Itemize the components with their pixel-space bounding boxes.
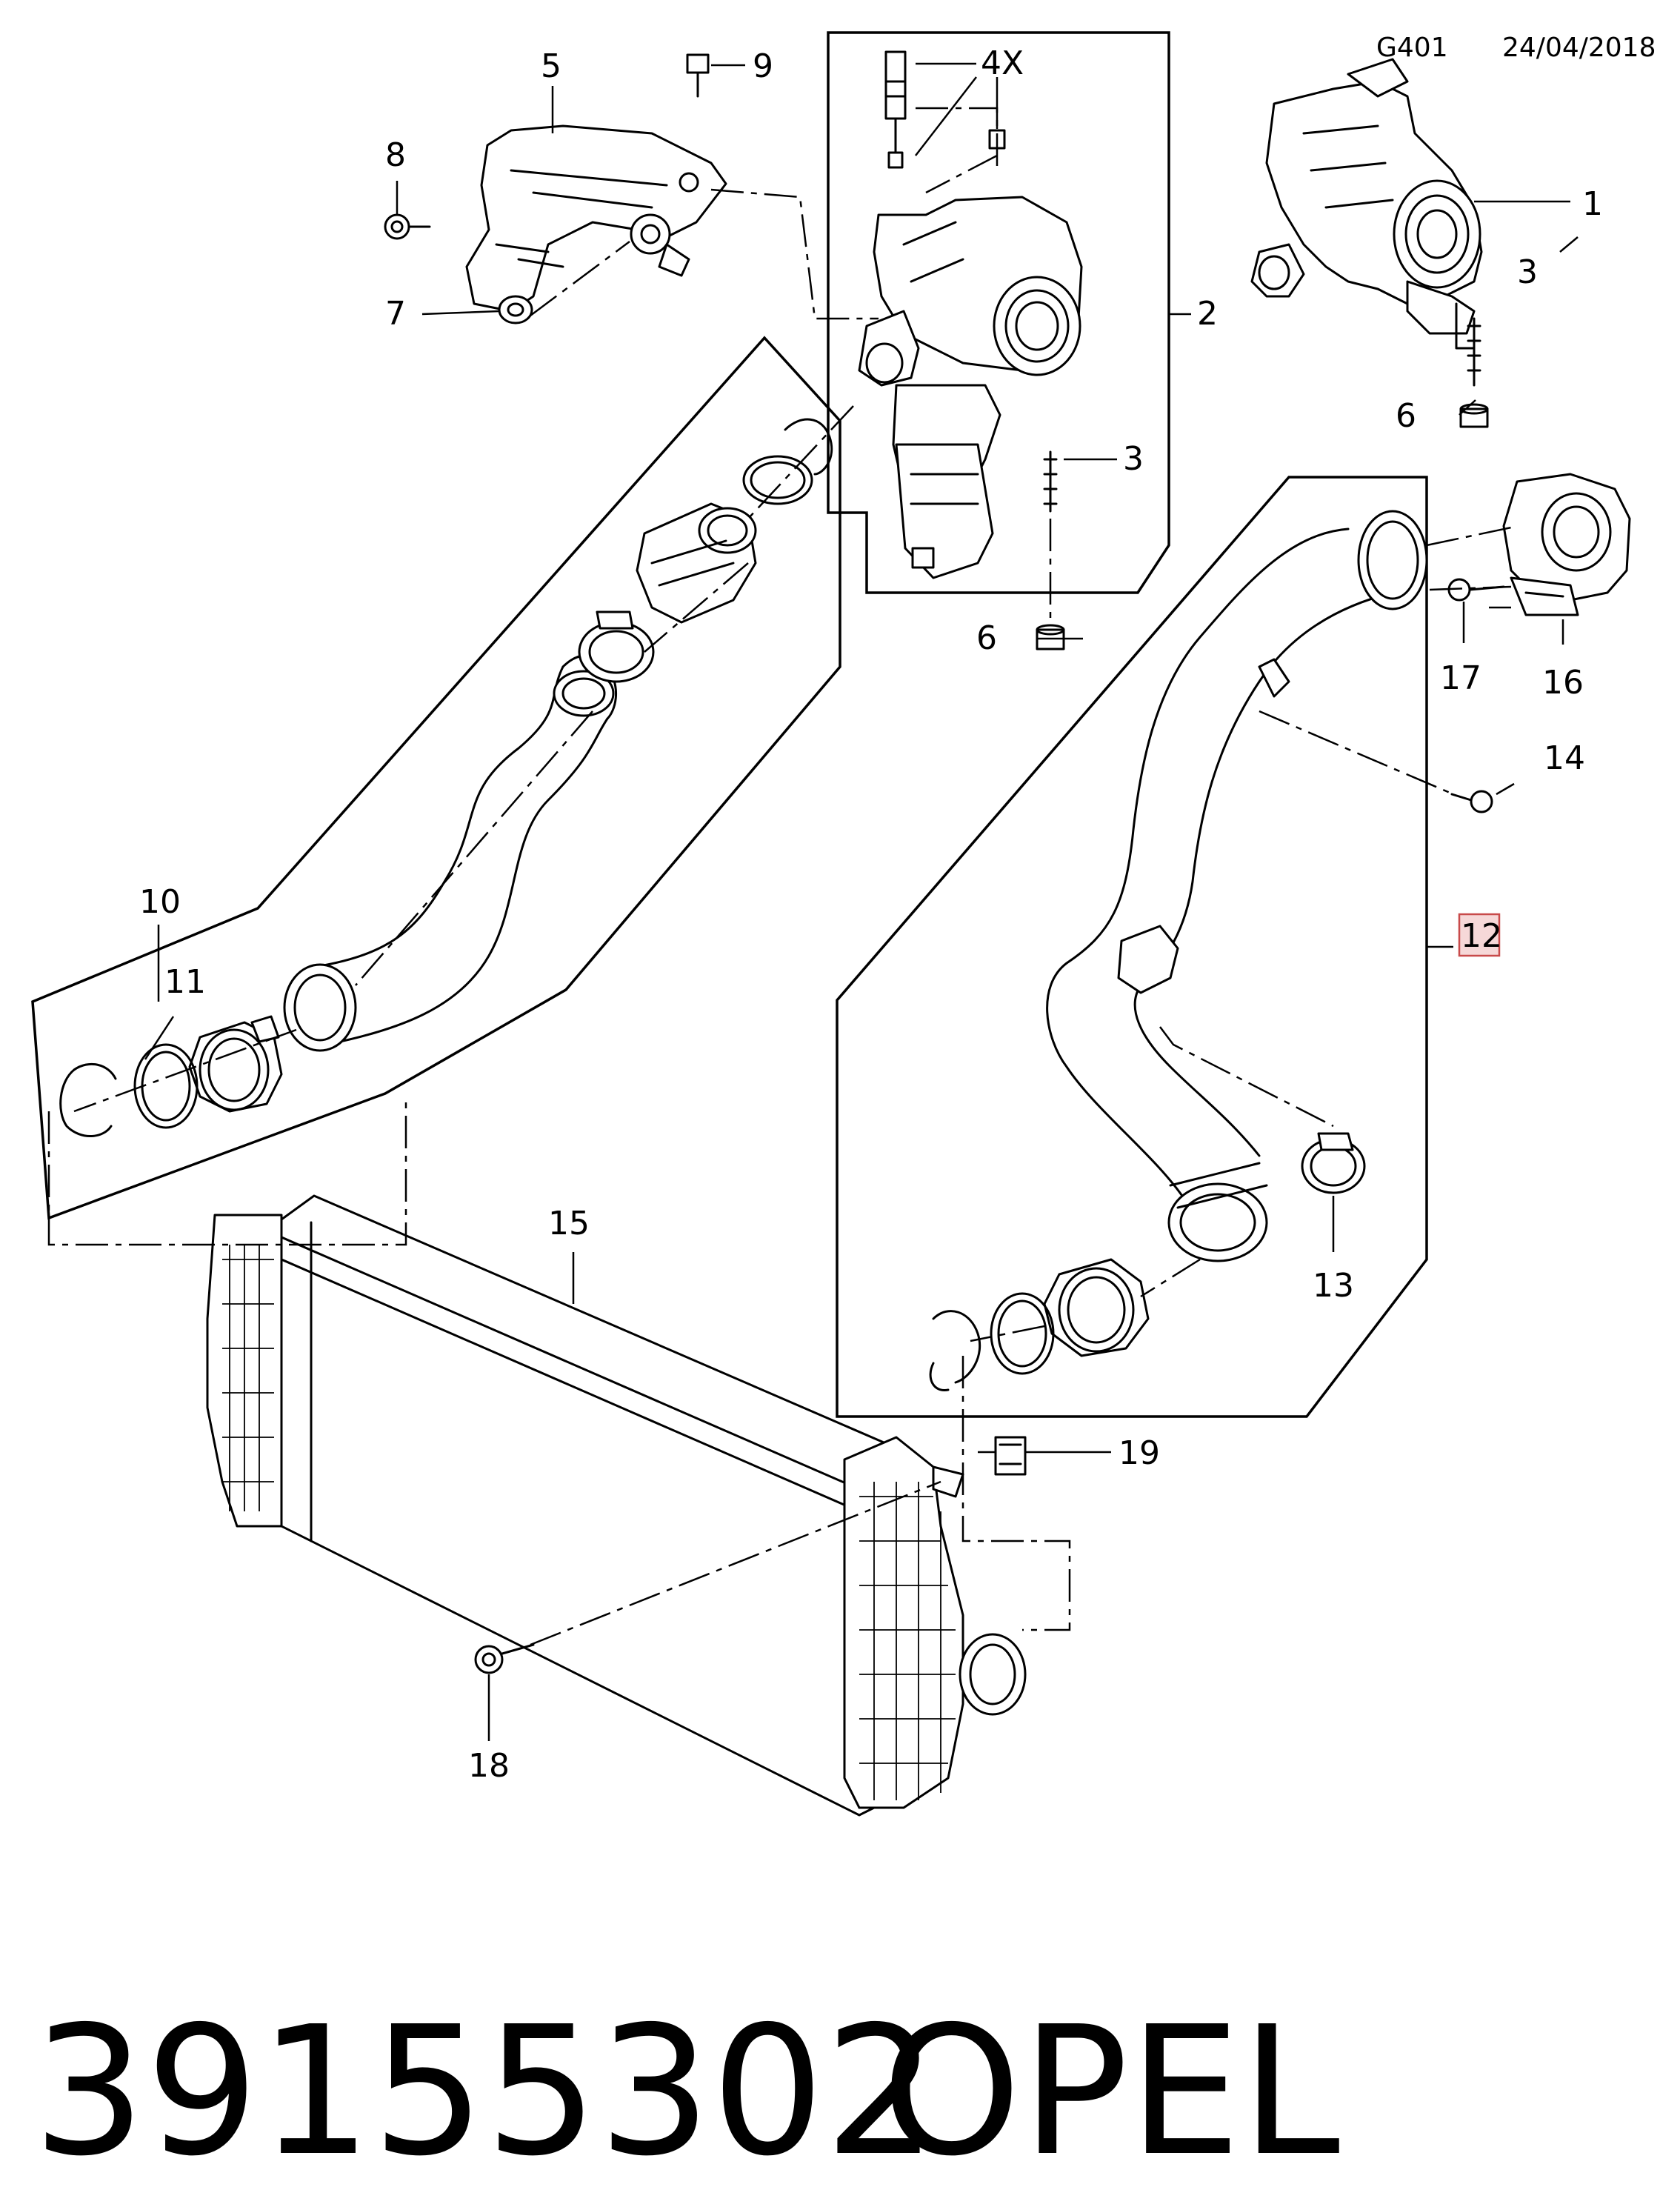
- part-number: 39155302: [33, 1988, 938, 2190]
- stud-part-3: [1043, 450, 1058, 624]
- turbocharger-part-1: [1250, 58, 1483, 350]
- bracket-part-19: [994, 1436, 1027, 1476]
- turbocharger-part-2: [858, 50, 1083, 579]
- callout-18: 18: [468, 1747, 510, 1785]
- bolt-part-9: [686, 53, 710, 98]
- brand-name: OPEL: [881, 1988, 1340, 2190]
- nut-part-6-turbo: [1036, 624, 1065, 650]
- coupling-part-12: [1043, 1258, 1150, 1357]
- callout-8: 8: [385, 136, 406, 174]
- callout-2: 2: [1197, 295, 1218, 333]
- callout-labels: 1 2 3 3 4X 5 6 6 7 8 9 10 11 12 13 14 15…: [139, 44, 1603, 1785]
- callout-13: 13: [1313, 1267, 1354, 1305]
- clamp-part-13: [1301, 1132, 1366, 1194]
- callout-11: 11: [164, 963, 206, 1001]
- group-box-10: [31, 336, 841, 1220]
- callout-3-right: 3: [1517, 253, 1538, 291]
- diagram-code: G401: [1376, 33, 1448, 63]
- bolt-part-8: [384, 213, 431, 240]
- nut-part-7: [498, 295, 533, 324]
- callout-6-right: 6: [1396, 397, 1416, 435]
- callout-9: 9: [753, 47, 773, 85]
- diagram-date: 24/04/2018: [1502, 33, 1656, 63]
- seal-ring-part-10: [742, 455, 813, 505]
- callout-5: 5: [541, 47, 561, 85]
- callout-12: 12: [1461, 917, 1502, 955]
- callout-17: 17: [1440, 659, 1481, 697]
- clamp-part-10: [578, 610, 655, 683]
- callout-7: 7: [385, 295, 406, 333]
- stud-part-3-right: [1467, 317, 1481, 387]
- callout-19: 19: [1119, 1434, 1160, 1472]
- group-box-2: [827, 31, 1170, 594]
- callout-15: 15: [548, 1205, 590, 1242]
- assembly-lines: [47, 107, 1512, 1646]
- callout-10: 10: [139, 883, 181, 921]
- coupling-part-10: [636, 502, 757, 624]
- hose-part-10: [283, 654, 618, 1052]
- callout-3-turbo: 3: [1123, 440, 1144, 478]
- callout-16: 16: [1542, 664, 1584, 702]
- callout-4x: 4X: [981, 44, 1024, 82]
- hose-part-12: [1046, 510, 1428, 1262]
- callout-12-highlight: [1458, 913, 1501, 957]
- callout-1: 1: [1582, 185, 1603, 223]
- callout-14: 14: [1544, 739, 1585, 777]
- bolt-part-14: [1450, 790, 1493, 813]
- leader-lines: [144, 62, 1579, 1741]
- clip-part-12: [929, 1310, 981, 1391]
- intercooler-part-15: [206, 1194, 1027, 1817]
- bolt-part-18: [474, 1643, 535, 1674]
- clip-part-10: [784, 418, 833, 476]
- bolt-part-17: [1447, 578, 1505, 602]
- bracket-part-5: [465, 124, 727, 313]
- group-box-12: [836, 476, 1428, 1418]
- clip-part-11: [59, 1062, 117, 1137]
- callout-6-turbo: 6: [976, 619, 997, 657]
- nut-part-6-right: [1459, 403, 1489, 428]
- throttle-body-part-16: [1502, 473, 1631, 616]
- seal-ring-part-12: [990, 1292, 1055, 1375]
